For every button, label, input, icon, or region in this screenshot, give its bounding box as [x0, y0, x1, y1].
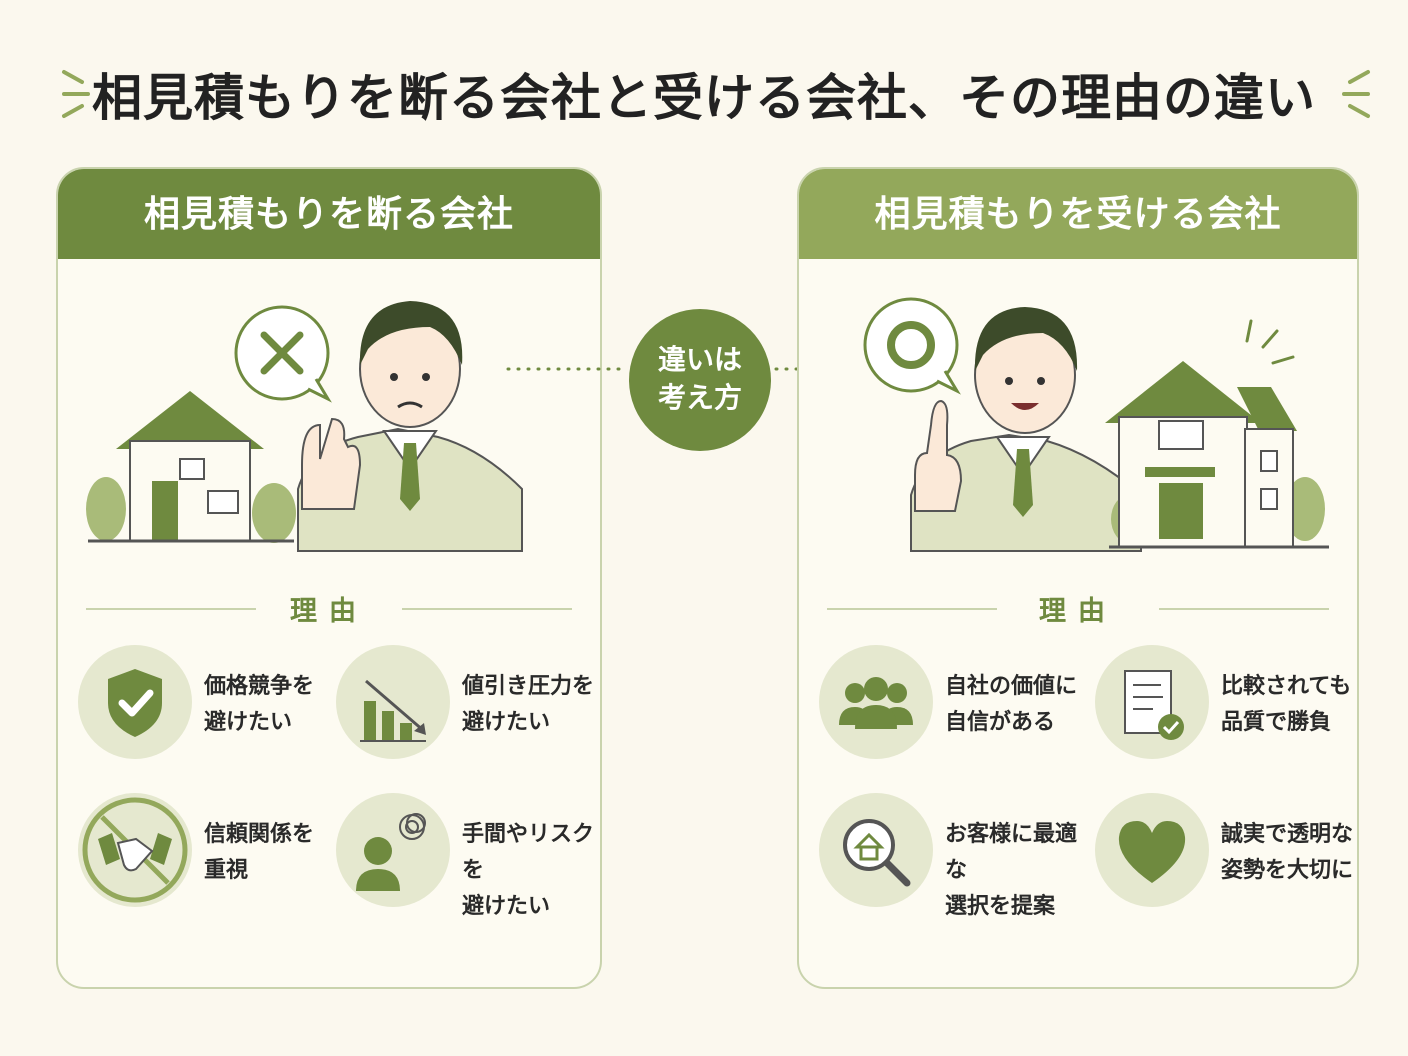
refusing-reason-heading: 理由: [86, 589, 572, 629]
document-check-icon: [1124, 670, 1184, 740]
house-magnifier-icon: [843, 819, 911, 887]
right-dotted-connector: [774, 367, 844, 371]
sparkle-icon: [1245, 319, 1295, 365]
handshake-icon: [82, 797, 188, 903]
person-worry-icon: [356, 813, 426, 891]
reason-item-avoid-effort-risk: 手間やリスクを避けたい: [336, 793, 596, 919]
refusing-company-panel: 相見積もりを断る会社: [56, 167, 602, 989]
reason-item-avoid-price-competition: 価格競争を避けたい: [78, 645, 338, 765]
circle-mark-bubble-icon: [863, 297, 961, 395]
page-title: 相見積もりを断る会社と受ける会社、その理由の違い: [92, 69, 1316, 127]
reason-item-compete-on-quality: 比較されても品質で勝負: [1095, 645, 1355, 765]
accepting-panel-header: 相見積もりを受ける会社: [799, 169, 1357, 259]
declining-chart-icon: [360, 679, 426, 742]
refusing-panel-header: 相見積もりを断る会社: [58, 169, 600, 259]
shield-check-icon: [108, 669, 162, 737]
reason-item-value-trust: 信頼関係を重視: [78, 793, 338, 913]
reason-item-avoid-discount-pressure: 値引き圧力を避けたい: [336, 645, 596, 765]
house-icon: [86, 391, 296, 543]
difference-is-mindset-badge: 違いは 考え方: [629, 309, 771, 451]
title-left-deco: [62, 70, 90, 118]
refusing-scene-illustration: [86, 301, 523, 552]
two-story-house-icon: [1105, 361, 1329, 549]
x-mark-bubble-icon: [234, 305, 332, 403]
accepting-company-panel: 相見積もりを受ける会社: [797, 167, 1359, 989]
reason-item-honest-transparent: 誠実で透明な姿勢を大切に: [1095, 793, 1355, 913]
reason-item-propose-best-option: お客様に最適な選択を提案: [819, 793, 1079, 919]
heart-icon: [1118, 821, 1186, 883]
left-dotted-connector: [506, 367, 628, 371]
title-right-deco: [1342, 70, 1370, 118]
team-icon: [839, 677, 913, 729]
reason-item-confident-value: 自社の価値に自信がある: [819, 645, 1079, 765]
person-accepting-icon: [910, 307, 1142, 552]
accepting-reason-heading: 理由: [827, 589, 1329, 629]
person-refusing-icon: [297, 301, 523, 552]
accepting-scene-illustration: [863, 297, 1329, 552]
